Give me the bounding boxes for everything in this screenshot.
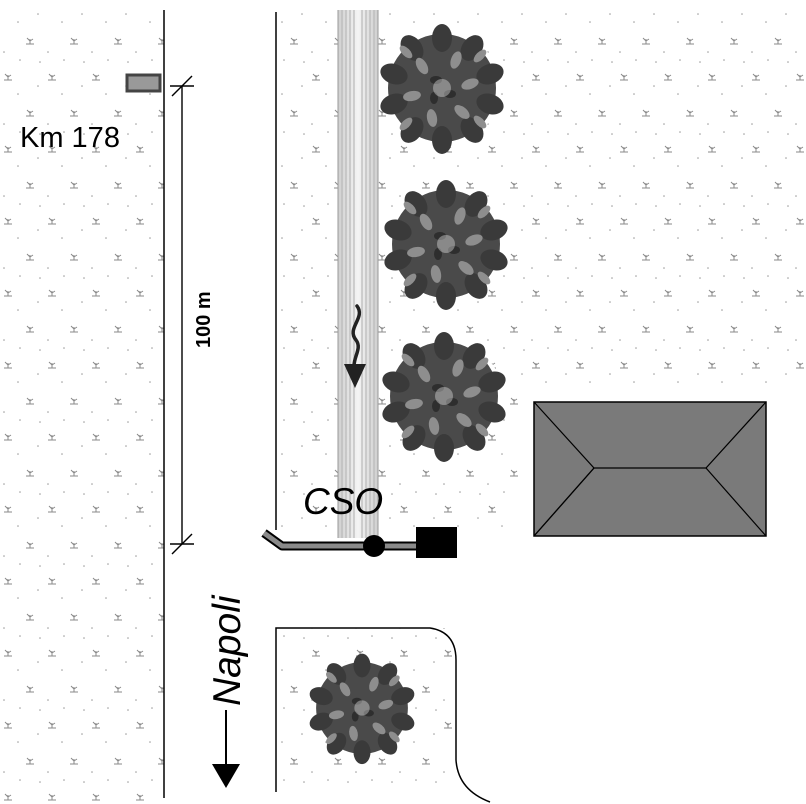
drainage-channel [337, 10, 379, 538]
distance-label: 100 m [193, 291, 215, 348]
distance-dimension [170, 75, 194, 555]
outfall-chamber-icon [416, 527, 457, 558]
vegetation-field-left [0, 10, 164, 804]
outfall-node-icon [363, 535, 385, 557]
lower-lot-boundary [275, 627, 491, 803]
km-sign-icon [125, 73, 162, 93]
cso-label: CSO [303, 481, 383, 522]
arrow-down-icon [212, 710, 240, 788]
building-icon [533, 401, 767, 537]
direction-label: Napoli [206, 594, 249, 706]
km-marker-label: Km 178 [20, 122, 120, 154]
flow-arrow-icon [344, 304, 366, 388]
